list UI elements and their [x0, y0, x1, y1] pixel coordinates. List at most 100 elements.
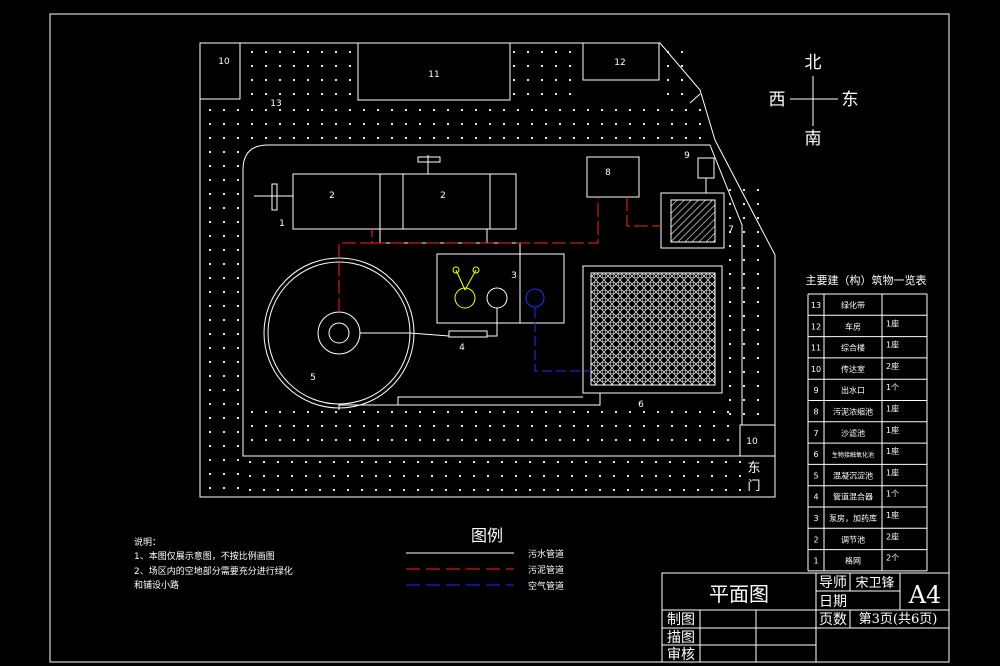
- greenbelt-dot: [460, 424, 464, 428]
- office-building: [357, 42, 511, 101]
- greenbelt-dot: [684, 424, 688, 428]
- greenbelt-dot: [526, 50, 530, 54]
- greenbelt-dot: [460, 410, 464, 414]
- greenbelt-dot: [432, 438, 436, 442]
- greenbelt-dot: [628, 424, 632, 428]
- greenbelt-dot: [264, 410, 268, 414]
- garage-building: [582, 42, 660, 81]
- table-cell-no: 1: [813, 557, 818, 566]
- greenbelt-dot: [306, 78, 310, 82]
- greenbelt-dot: [710, 488, 714, 492]
- greenbelt-dot: [390, 410, 394, 414]
- greenbelt-dot: [262, 460, 266, 464]
- greenbelt-dot: [628, 136, 632, 140]
- greenbelt-dot: [502, 424, 506, 428]
- greenbelt-dot: [502, 136, 506, 140]
- greenbelt-dot: [376, 136, 380, 140]
- dosing-tank-1: [454, 287, 476, 309]
- greenbelt-dot: [264, 438, 268, 442]
- table-cell-no: 5: [813, 471, 818, 480]
- greenbelt-dot: [626, 460, 630, 464]
- greenbelt-dot: [698, 424, 702, 428]
- greenbelt-dot: [348, 438, 352, 442]
- greenbelt-dot: [208, 276, 212, 280]
- greenbelt-dot: [600, 410, 604, 414]
- greenbelt-dot: [446, 424, 450, 428]
- greenbelt-dot: [236, 150, 240, 154]
- greenbelt-dot: [612, 460, 616, 464]
- table-cell-qty: 1座: [886, 446, 899, 456]
- greenbelt-dot: [586, 438, 590, 442]
- greenbelt-dot: [474, 122, 478, 126]
- greenbelt-dot: [208, 346, 212, 350]
- greenbelt-dot: [334, 424, 338, 428]
- gatehouse-top-left: [199, 42, 241, 100]
- greenbelt-dot: [360, 474, 364, 478]
- air-pipes: [534, 308, 591, 372]
- table-cell-qty: 1个: [886, 490, 899, 499]
- greenbelt-dot: [696, 460, 700, 464]
- greenbelt-dot: [512, 50, 516, 54]
- greenbelt-dot: [670, 410, 674, 414]
- screen-unit: [271, 183, 278, 211]
- greenbelt-dot: [542, 460, 546, 464]
- compass-south: 南: [805, 129, 822, 149]
- greenbelt-dot: [728, 356, 732, 360]
- greenbelt-dot: [334, 438, 338, 442]
- greenbelt-dot: [208, 192, 212, 196]
- greenbelt-dot: [558, 410, 562, 414]
- greenbelt-dot: [654, 460, 658, 464]
- greenbelt-dot: [348, 136, 352, 140]
- greenbelt-dot: [306, 92, 310, 96]
- greenbelt-dot: [726, 424, 730, 428]
- table-cell-no: 13: [811, 301, 821, 310]
- greenbelt-dot: [684, 122, 688, 126]
- greenbelt-dot: [756, 258, 760, 262]
- greenbelt-dot: [320, 122, 324, 126]
- greenbelt-dot: [572, 108, 576, 112]
- greenbelt-dot: [376, 122, 380, 126]
- gatehouse-bottom-right: [739, 424, 776, 457]
- greenbelt-dot: [516, 122, 520, 126]
- greenbelt-dot: [348, 78, 352, 82]
- greenbelt-dot: [250, 122, 254, 126]
- greenbelt-dot: [728, 188, 732, 192]
- greenbelt-dot: [402, 460, 406, 464]
- greenbelt-dot: [236, 374, 240, 378]
- greenbelt-dot: [600, 438, 604, 442]
- greenbelt-dot: [278, 92, 282, 96]
- greenbelt-dot: [614, 122, 618, 126]
- greenbelt-dot: [712, 438, 716, 442]
- table-cell-name: 调节池: [841, 534, 865, 544]
- greenbelt-dot: [614, 108, 618, 112]
- greenbelt-dot: [250, 438, 254, 442]
- greenbelt-dot: [236, 220, 240, 224]
- greenbelt-dot: [600, 136, 604, 140]
- dosing-line-1: [455, 269, 466, 291]
- greenbelt-dot: [418, 136, 422, 140]
- greenbelt-dot: [208, 444, 212, 448]
- greenbelt-dot: [680, 78, 684, 82]
- table-cell-no: 3: [813, 514, 818, 523]
- table-cell-name: 传达室: [841, 364, 865, 374]
- greenbelt-dot: [348, 108, 352, 112]
- greenbelt-dot: [222, 206, 226, 210]
- greenbelt-dot: [728, 342, 732, 346]
- checked-label: 审核: [667, 647, 695, 663]
- greenbelt-dot: [278, 136, 282, 140]
- greenbelt-dot: [390, 136, 394, 140]
- greenbelt-dot: [222, 472, 226, 476]
- greenbelt-dot: [208, 304, 212, 308]
- greenbelt-dot: [250, 108, 254, 112]
- greenbelt-dot: [362, 136, 366, 140]
- greenbelt-dot: [374, 474, 378, 478]
- greenbelt-dot: [684, 410, 688, 414]
- table-cell-qty: 1座: [886, 318, 899, 328]
- greenbelt-dot: [250, 78, 254, 82]
- greenbelt-dot: [290, 474, 294, 478]
- greenbelt-dot: [738, 460, 742, 464]
- table-cell-name: 综合楼: [841, 343, 865, 353]
- greenbelt-dot: [388, 474, 392, 478]
- greenbelt-dot: [348, 410, 352, 414]
- plant-area-boundary: [242, 144, 743, 457]
